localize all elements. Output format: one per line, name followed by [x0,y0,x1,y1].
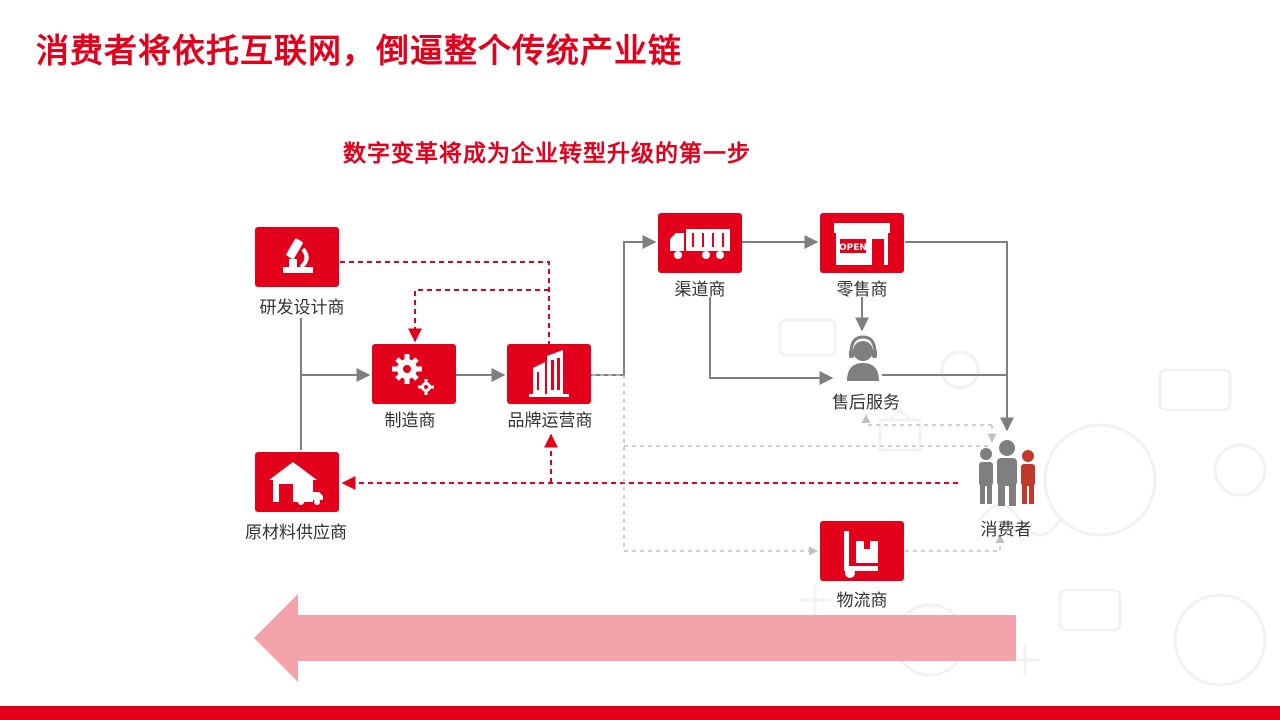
dashed-brand-to-manufacturer [408,289,549,343]
background-pattern [778,318,1267,687]
logistics-label: 物流商 [836,591,888,611]
gears-icon [392,354,434,395]
channel-label: 渠道商 [674,280,726,300]
bottom-accent-bar [0,706,1280,720]
logistics-box[interactable] [820,521,904,581]
retailer-label: 零售商 [836,280,888,300]
dashed-consumer-to-service [861,414,992,426]
hand-truck-icon [844,531,878,578]
manufacturer-box[interactable] [372,344,456,404]
raw-supplier-label: 原材料供应商 [245,523,347,543]
rd-designer-box[interactable] [255,227,339,287]
arrow-channel-to-service [709,297,834,385]
arrow-brand-to-channel [590,235,657,376]
manufacturer-label: 制造商 [384,411,436,431]
after-sales-label: 售后服务 [832,393,900,413]
rd-designer-label: 研发设计商 [259,298,345,318]
microscope-icon [283,238,313,273]
retailer-box[interactable]: OPEN [820,213,904,273]
brand-operator-box[interactable] [507,344,591,404]
truck-icon [670,229,730,259]
page-title: 消费者将依托互联网，倒逼整个传统产业链 [36,31,682,70]
brand-operator-label: 品牌运营商 [507,411,593,431]
dashed-logistics-to-consumer [905,534,1005,552]
buildings-icon [529,350,569,397]
warehouse-truck-icon [269,462,323,505]
page-subtitle: 数字变革将成为企业转型升级的第一步 [343,141,751,167]
channel-box[interactable] [658,213,742,273]
people-group-icon [979,440,1035,506]
raw-supplier-box[interactable] [255,452,339,512]
consumer-label: 消费者 [980,520,1032,540]
dashed-rd-to-brand [340,261,550,344]
headset-person-icon [847,335,879,381]
dashed-to-logistics [623,375,818,556]
arrow-retailer-to-consumer [905,241,1014,432]
store-open-sign: OPEN [839,243,867,253]
reverse-flow-arrow [254,594,1016,682]
open-store-icon: OPEN [834,223,890,265]
